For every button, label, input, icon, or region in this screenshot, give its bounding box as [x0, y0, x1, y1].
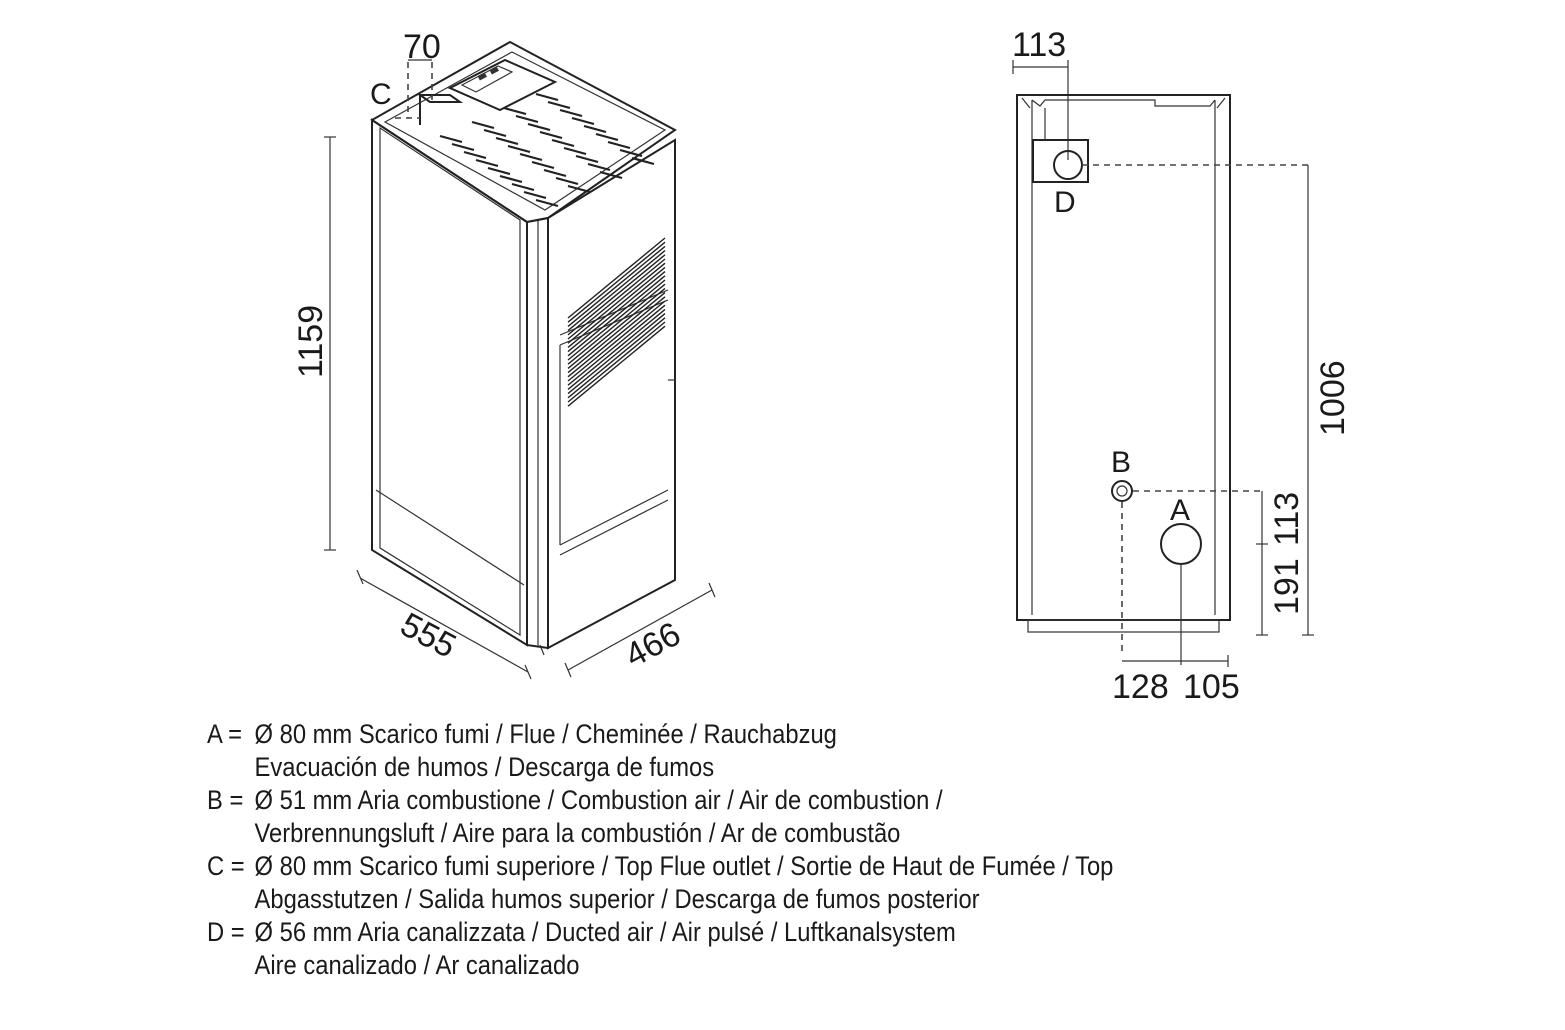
top-dimension-label: 70 [403, 28, 441, 66]
front-panel [371, 118, 528, 647]
legend-key: C = [207, 851, 245, 881]
control-panel [447, 58, 558, 112]
flue-outlet-a [1160, 523, 1202, 565]
a-offset-dimension-label: 105 [1183, 668, 1240, 706]
b-to-a-dimension-label: 113 [1268, 492, 1306, 546]
legend-item-d: D = Ø 56 mm Aria canalizzata / Ducted air… [207, 916, 1113, 982]
legend-key: A = [207, 719, 243, 749]
b-offset-dimension-label: 128 [1112, 668, 1169, 706]
legend: A = Ø 80 mm Scarico fumi / Flue / Cheminé… [207, 718, 1113, 982]
legend-text-continued: Verbrennungsluft / Aire para la combusti… [254, 818, 901, 848]
legend-text-continued: Aire canalizado / Ar canalizado [254, 950, 580, 980]
legend-text: Ø 56 mm Aria canalizzata / Ducted air / … [254, 917, 956, 947]
legend-text: Ø 80 mm Scarico fumi / Flue / Cheminée /… [254, 719, 837, 749]
stove-rear-view: 113 D B A 1006 113 191 [1012, 26, 1352, 706]
side-panel [547, 138, 676, 650]
label-b: B [1111, 446, 1131, 479]
width-dimension-label: 555 [394, 606, 462, 666]
legend-text: Ø 51 mm Aria combustione / Combustion ai… [254, 785, 943, 815]
height-dimension-label: 1159 [292, 305, 330, 378]
legend-text-continued: Evacuación de humos / Descarga de fumos [254, 752, 715, 782]
legend-text-continued: Abgasstutzen / Salida humos superior / D… [254, 884, 980, 914]
legend-item-c: C = Ø 80 mm Scarico fumi superiore / Top … [207, 850, 1113, 916]
legend-item-a: A = Ø 80 mm Scarico fumi / Flue / Cheminé… [207, 718, 1113, 784]
combustion-air-inlet-b [1111, 480, 1133, 502]
d-height-dimension-label: 1006 [1314, 360, 1352, 436]
top-offset-dimension-label: 113 [1012, 26, 1066, 64]
legend-text: Ø 80 mm Scarico fumi superiore / Top Flu… [254, 851, 1114, 881]
ducted-air-outlet-box [1032, 139, 1089, 183]
rear-body [1016, 94, 1231, 621]
depth-dimension-line [567, 589, 713, 671]
label-a: A [1170, 494, 1190, 527]
legend-item-b: B = Ø 51 mm Aria combustione / Combustion… [207, 784, 1113, 850]
top-flue-outlet [416, 94, 464, 103]
depth-dimension-label: 466 [619, 615, 687, 675]
a-height-dimension-label: 191 [1268, 558, 1306, 615]
stove-perspective-view: 1159 70 C [292, 28, 716, 680]
label-d: D [1054, 186, 1076, 219]
label-c: C [370, 78, 392, 111]
legend-key: B = [207, 785, 244, 815]
side-vent-grille [567, 237, 666, 407]
width-dimension-line [359, 577, 529, 673]
legend-key: D = [207, 917, 245, 947]
top-grille [439, 92, 655, 208]
